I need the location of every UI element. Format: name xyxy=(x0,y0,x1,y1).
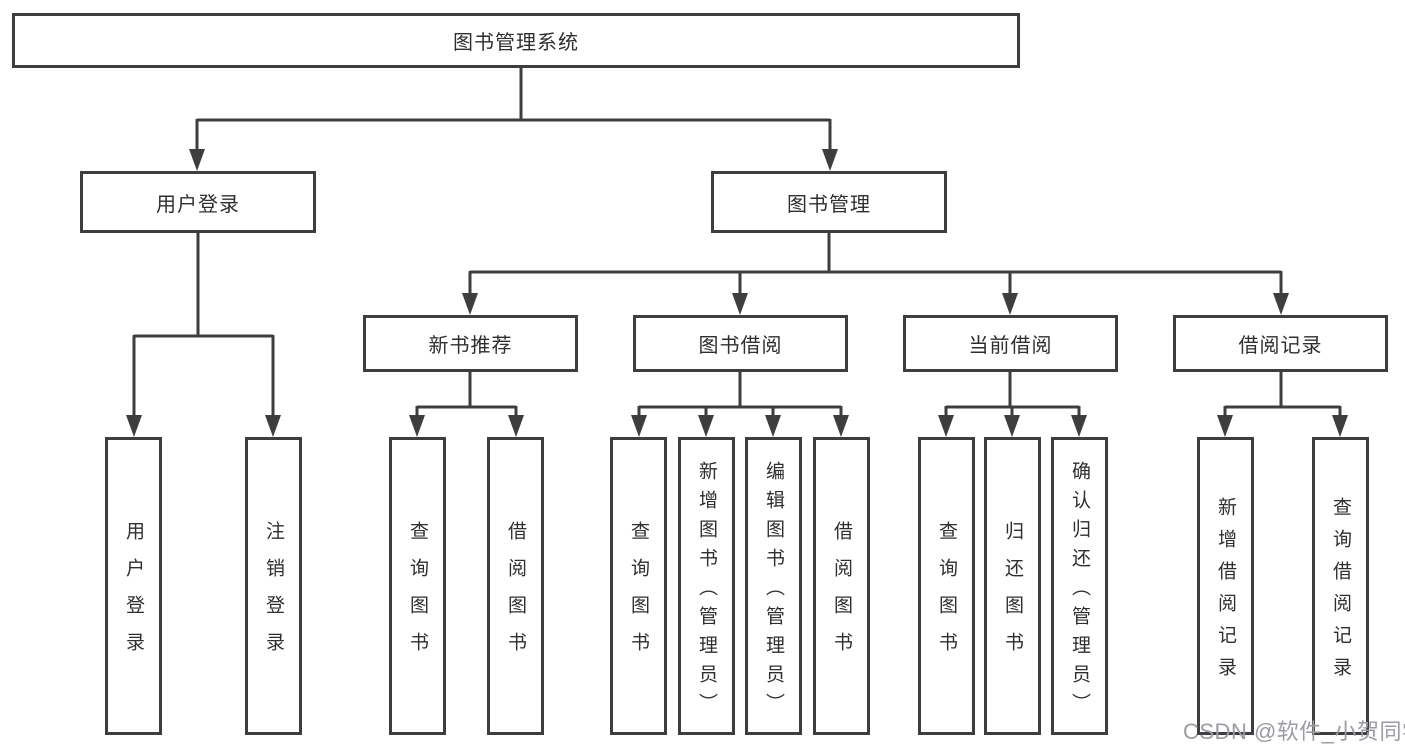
leaf-query-books-2: 查询图书 xyxy=(610,437,667,735)
leaf-edit-books-admin-label: 编辑图书（管理员） xyxy=(763,460,784,722)
leaf-return-books-label: 归还图书 xyxy=(1002,521,1023,669)
node-book-management: 图书管理 xyxy=(711,171,947,233)
leaf-logout-label: 注销登录 xyxy=(263,521,284,669)
arrowheads xyxy=(126,149,1348,437)
node-new-book-recommend: 新书推荐 xyxy=(363,315,578,372)
leaf-query-books-1-label: 查询图书 xyxy=(407,521,428,669)
leaf-user-login-label: 用户登录 xyxy=(123,521,144,669)
leaf-borrow-books-2: 借阅图书 xyxy=(813,437,870,735)
leaf-add-books-admin: 新增图书（管理员） xyxy=(678,437,735,735)
node-book-borrow: 图书借阅 xyxy=(633,315,848,372)
leaf-query-borrow-record: 查询借阅记录 xyxy=(1312,437,1369,735)
node-root-system: 图书管理系统 xyxy=(12,13,1020,68)
node-current-borrow-label: 当前借阅 xyxy=(968,335,1053,357)
leaf-edit-books-admin: 编辑图书（管理员） xyxy=(745,437,802,735)
node-book-management-label: 图书管理 xyxy=(787,193,871,216)
csdn-watermark: CSDN @软件_小贺同学 xyxy=(1183,719,1405,744)
node-user-login: 用户登录 xyxy=(80,171,316,233)
leaf-query-books-1: 查询图书 xyxy=(389,437,446,735)
leaf-query-books-3: 查询图书 xyxy=(918,437,975,735)
node-book-borrow-label: 图书借阅 xyxy=(698,335,783,357)
node-borrow-records: 借阅记录 xyxy=(1173,315,1388,372)
leaf-query-books-3-label: 查询图书 xyxy=(936,521,957,669)
leaf-query-borrow-record-label: 查询借阅记录 xyxy=(1330,496,1351,689)
leaf-add-borrow-record-label: 新增借阅记录 xyxy=(1215,496,1236,689)
leaf-borrow-books-1-label: 借阅图书 xyxy=(505,521,526,669)
node-new-book-recommend-label: 新书推荐 xyxy=(428,335,513,357)
leaf-user-login: 用户登录 xyxy=(105,437,162,735)
node-root-label: 图书管理系统 xyxy=(453,32,579,54)
leaf-return-books: 归还图书 xyxy=(984,437,1041,735)
leaf-add-books-admin-label: 新增图书（管理员） xyxy=(696,460,717,722)
leaf-query-books-2-label: 查询图书 xyxy=(628,521,649,669)
node-borrow-records-label: 借阅记录 xyxy=(1238,335,1323,357)
node-current-borrow: 当前借阅 xyxy=(903,315,1118,372)
node-user-login-label: 用户登录 xyxy=(156,193,240,216)
leaf-logout: 注销登录 xyxy=(245,437,302,735)
leaf-add-borrow-record: 新增借阅记录 xyxy=(1197,437,1254,735)
leaf-borrow-books-1: 借阅图书 xyxy=(487,437,544,735)
leaf-confirm-return-admin: 确认归还（管理员） xyxy=(1051,437,1108,735)
leaf-borrow-books-2-label: 借阅图书 xyxy=(831,521,852,669)
leaf-confirm-return-admin-label: 确认归还（管理员） xyxy=(1069,460,1090,722)
